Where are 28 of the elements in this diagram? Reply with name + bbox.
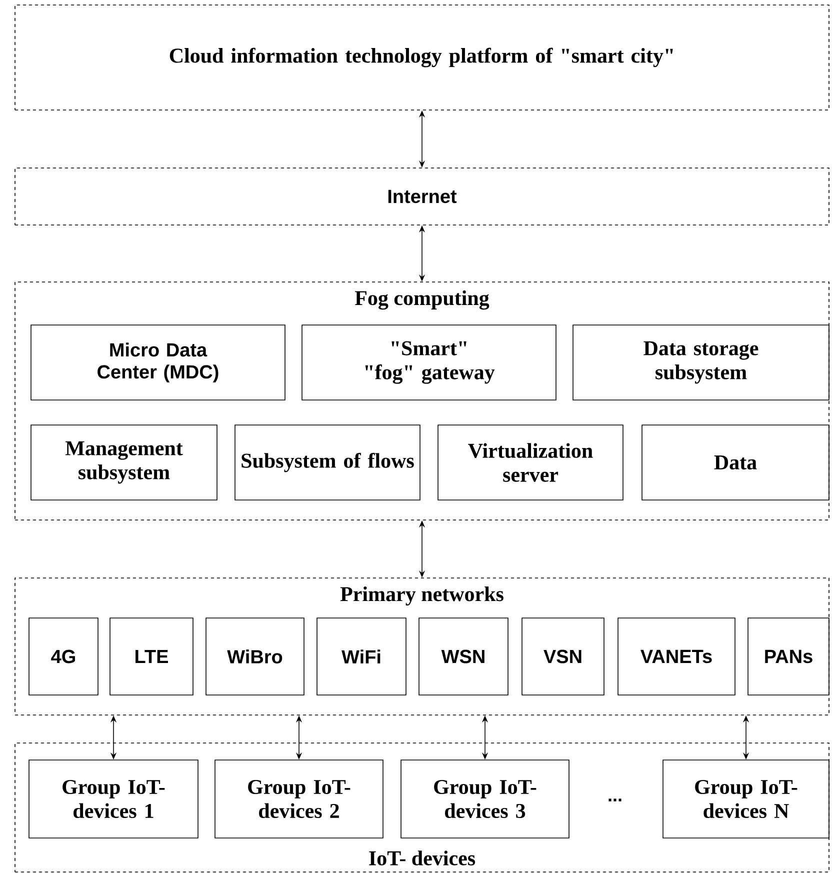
dashed-panel	[14, 282, 830, 520]
component-box: LTE	[110, 618, 194, 696]
component-box: Subsystem of flows	[234, 424, 420, 500]
component-box: "Smart" "fog" gateway	[302, 324, 556, 400]
dashed-band: Cloud information technology platform of "smart city"	[14, 4, 830, 110]
component-box: Group IoT- devices 3	[400, 760, 570, 838]
component-box: WSN	[418, 618, 508, 696]
ellipsis: ...	[608, 798, 622, 802]
component-box: WiBro	[206, 618, 304, 696]
component-box: PANs	[748, 618, 830, 696]
component-box: Group IoT- devices 2	[214, 760, 384, 838]
panel-heading: IoT- devices	[369, 850, 476, 866]
component-box: Data	[642, 424, 830, 500]
component-box: Micro Data Center (MDC)	[30, 324, 286, 400]
component-box: Group IoT- devices N	[662, 760, 830, 838]
dashed-band: Internet	[14, 168, 830, 226]
component-box: 4G	[28, 618, 98, 696]
component-box: Data storage subsystem	[572, 324, 830, 400]
dashed-panel	[14, 578, 830, 716]
component-box: VSN	[522, 618, 604, 696]
panel-heading: Primary networks	[340, 586, 504, 606]
dashed-panel	[14, 742, 830, 872]
component-box: Virtualization server	[438, 424, 624, 500]
panel-heading: Fog computing	[354, 290, 490, 310]
component-box: VANETs	[618, 618, 736, 696]
component-box: WiFi	[316, 618, 406, 696]
component-box: Management subsystem	[30, 424, 218, 500]
component-box: Group IoT- devices 1	[28, 760, 198, 838]
